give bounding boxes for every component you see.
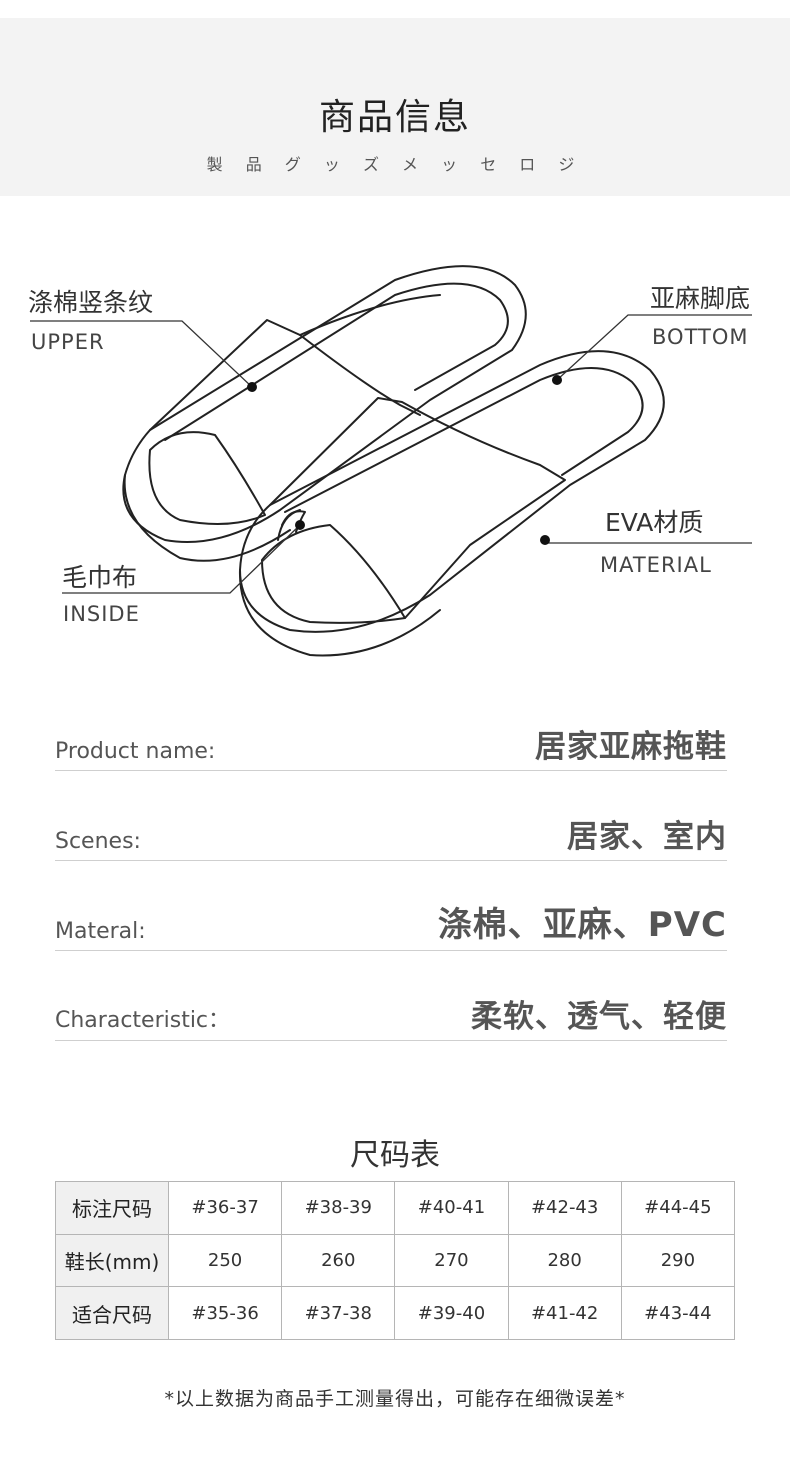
- table-cell: #44-45: [620, 1181, 736, 1235]
- callout-inside-cn: 毛巾布: [62, 563, 138, 592]
- callout-upper-en: UPPER: [31, 330, 105, 354]
- back-slipper-sole-inner: [164, 282, 509, 441]
- row-header: 标注尺码: [55, 1181, 169, 1235]
- spec-row-product-name: Product name: 居家亚麻拖鞋: [55, 720, 727, 771]
- spec-row-scenes: Scenes: 居家、室内: [55, 810, 727, 861]
- table-cell: #40-41: [394, 1181, 509, 1235]
- spec-value: 居家亚麻拖鞋: [535, 729, 727, 765]
- back-slipper-sole-edge: [123, 474, 291, 562]
- table-cell: 250: [167, 1233, 283, 1288]
- table-cell: 290: [620, 1233, 736, 1288]
- spec-row-material: Materal: 涤棉、亚麻、PVC: [55, 900, 727, 951]
- upper-leader-line: [30, 320, 253, 388]
- size-chart-title: 尺码表: [350, 1138, 440, 1173]
- front-slipper-sole-edge: [238, 569, 441, 657]
- table-cell: 260: [281, 1233, 396, 1288]
- callout-bottom-cn: 亚麻脚底: [650, 284, 751, 313]
- spec-label: Characteristic：: [55, 1008, 231, 1033]
- spec-value: 柔软、透气、轻便: [471, 999, 727, 1035]
- material-dot: [540, 535, 550, 545]
- table-cell: 280: [507, 1233, 622, 1288]
- spec-label: Materal:: [55, 919, 146, 944]
- callout-bottom-en: BOTTOM: [652, 325, 749, 349]
- measurement-footnote: *以上数据为商品手工测量得出，可能存在细微误差*: [164, 1388, 626, 1410]
- table-cell: #42-43: [507, 1181, 622, 1235]
- front-slipper-opening: [261, 524, 406, 624]
- table-cell: #35-36: [167, 1286, 283, 1340]
- inside-dot: [295, 520, 305, 530]
- page-title: 商品信息: [318, 97, 471, 138]
- spec-label: Product name:: [55, 739, 216, 764]
- back-slipper-opening: [148, 431, 266, 525]
- slipper-illustration: [30, 265, 752, 657]
- table-cell: #38-39: [281, 1181, 396, 1235]
- upper-dot: [247, 382, 257, 392]
- callout-inside-en: INSIDE: [63, 602, 140, 626]
- callout-upper-cn: 涤棉竖条纹: [28, 288, 154, 317]
- table-row: 标注尺码 #36-37 #38-39 #40-41 #42-43 #44-45: [55, 1181, 736, 1235]
- front-slipper-upper: [269, 397, 566, 619]
- page-subtitle: 製 品 グ ッ ズ メ ッ セ ロ ジ: [206, 155, 584, 174]
- table-row: 适合尺码 #35-36 #37-38 #39-40 #41-42 #43-44: [55, 1286, 736, 1340]
- table-row: 鞋长(mm) 250 260 270 280 290: [55, 1233, 736, 1288]
- callout-material-en: MATERIAL: [600, 553, 712, 577]
- table-cell: #37-38: [281, 1286, 396, 1340]
- header-banner: 商品信息 製 品 グ ッ ズ メ ッ セ ロ ジ: [0, 18, 790, 196]
- callout-material-cn: EVA材质: [605, 508, 704, 537]
- row-header: 鞋长(mm): [55, 1233, 169, 1288]
- inside-leader-line: [62, 524, 301, 594]
- spec-value: 涤棉、亚麻、PVC: [437, 905, 727, 945]
- table-cell: 270: [394, 1233, 509, 1288]
- table-cell: #41-42: [507, 1286, 622, 1340]
- table-cell: #43-44: [620, 1286, 736, 1340]
- bottom-dot: [552, 375, 562, 385]
- front-slipper-sole-inner: [284, 367, 644, 513]
- row-header: 适合尺码: [55, 1286, 169, 1340]
- spec-row-characteristic: Characteristic： 柔软、透气、轻便: [55, 990, 727, 1041]
- spec-label: Scenes:: [55, 829, 141, 854]
- table-cell: #39-40: [394, 1286, 509, 1340]
- table-cell: #36-37: [167, 1181, 283, 1235]
- spec-value: 居家、室内: [567, 819, 727, 855]
- size-chart-table: 标注尺码 #36-37 #38-39 #40-41 #42-43 #44-45 …: [55, 1181, 736, 1340]
- back-slipper-upper: [149, 319, 421, 431]
- bottom-leader-line: [556, 314, 752, 381]
